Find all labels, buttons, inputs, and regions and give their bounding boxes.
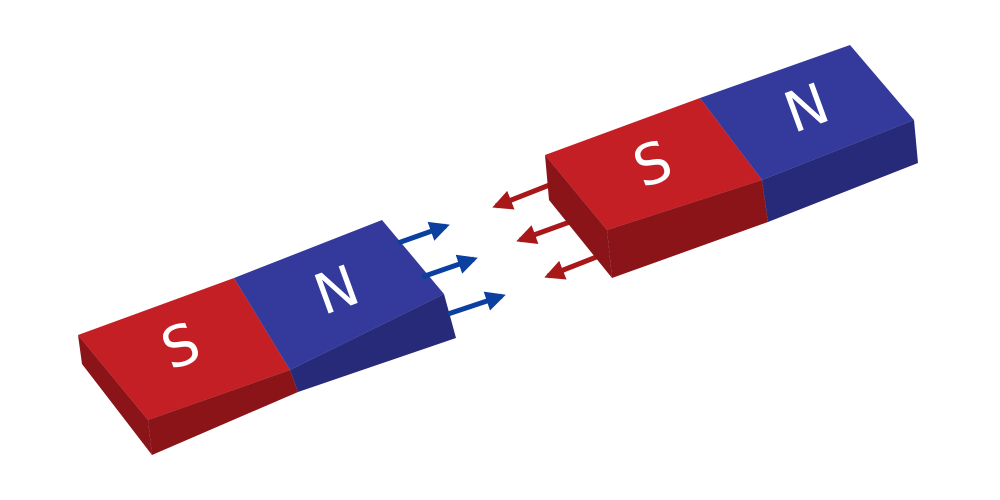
- right-magnet-south-pole: S: [545, 98, 768, 278]
- arrow-right-icon: [421, 254, 478, 280]
- north-field-arrows: [397, 221, 506, 317]
- right-south-front-face: [607, 180, 768, 278]
- arrow-left-icon: [492, 181, 553, 210]
- left-south-front-face: [148, 370, 298, 455]
- right-south-end-face: [545, 155, 612, 278]
- left-south-top-face: [78, 278, 290, 420]
- arrow-left-icon: [544, 251, 605, 280]
- left-south-end-face: [78, 335, 152, 455]
- left-north-front-face: [290, 294, 456, 392]
- left-magnet-south-pole: S: [78, 278, 298, 455]
- right-magnet: S N: [545, 45, 918, 278]
- arrow-right-icon: [447, 291, 506, 317]
- arrow-right-icon: [397, 221, 450, 246]
- right-north-front-face: [762, 120, 918, 222]
- right-magnet-north-pole: N: [700, 45, 918, 222]
- right-south-top-face: [545, 98, 762, 230]
- left-magnet: S N: [78, 220, 456, 455]
- right-north-top-face: [700, 45, 914, 180]
- left-north-top-face: [234, 220, 444, 370]
- left-magnet-north-pole: N: [234, 220, 456, 392]
